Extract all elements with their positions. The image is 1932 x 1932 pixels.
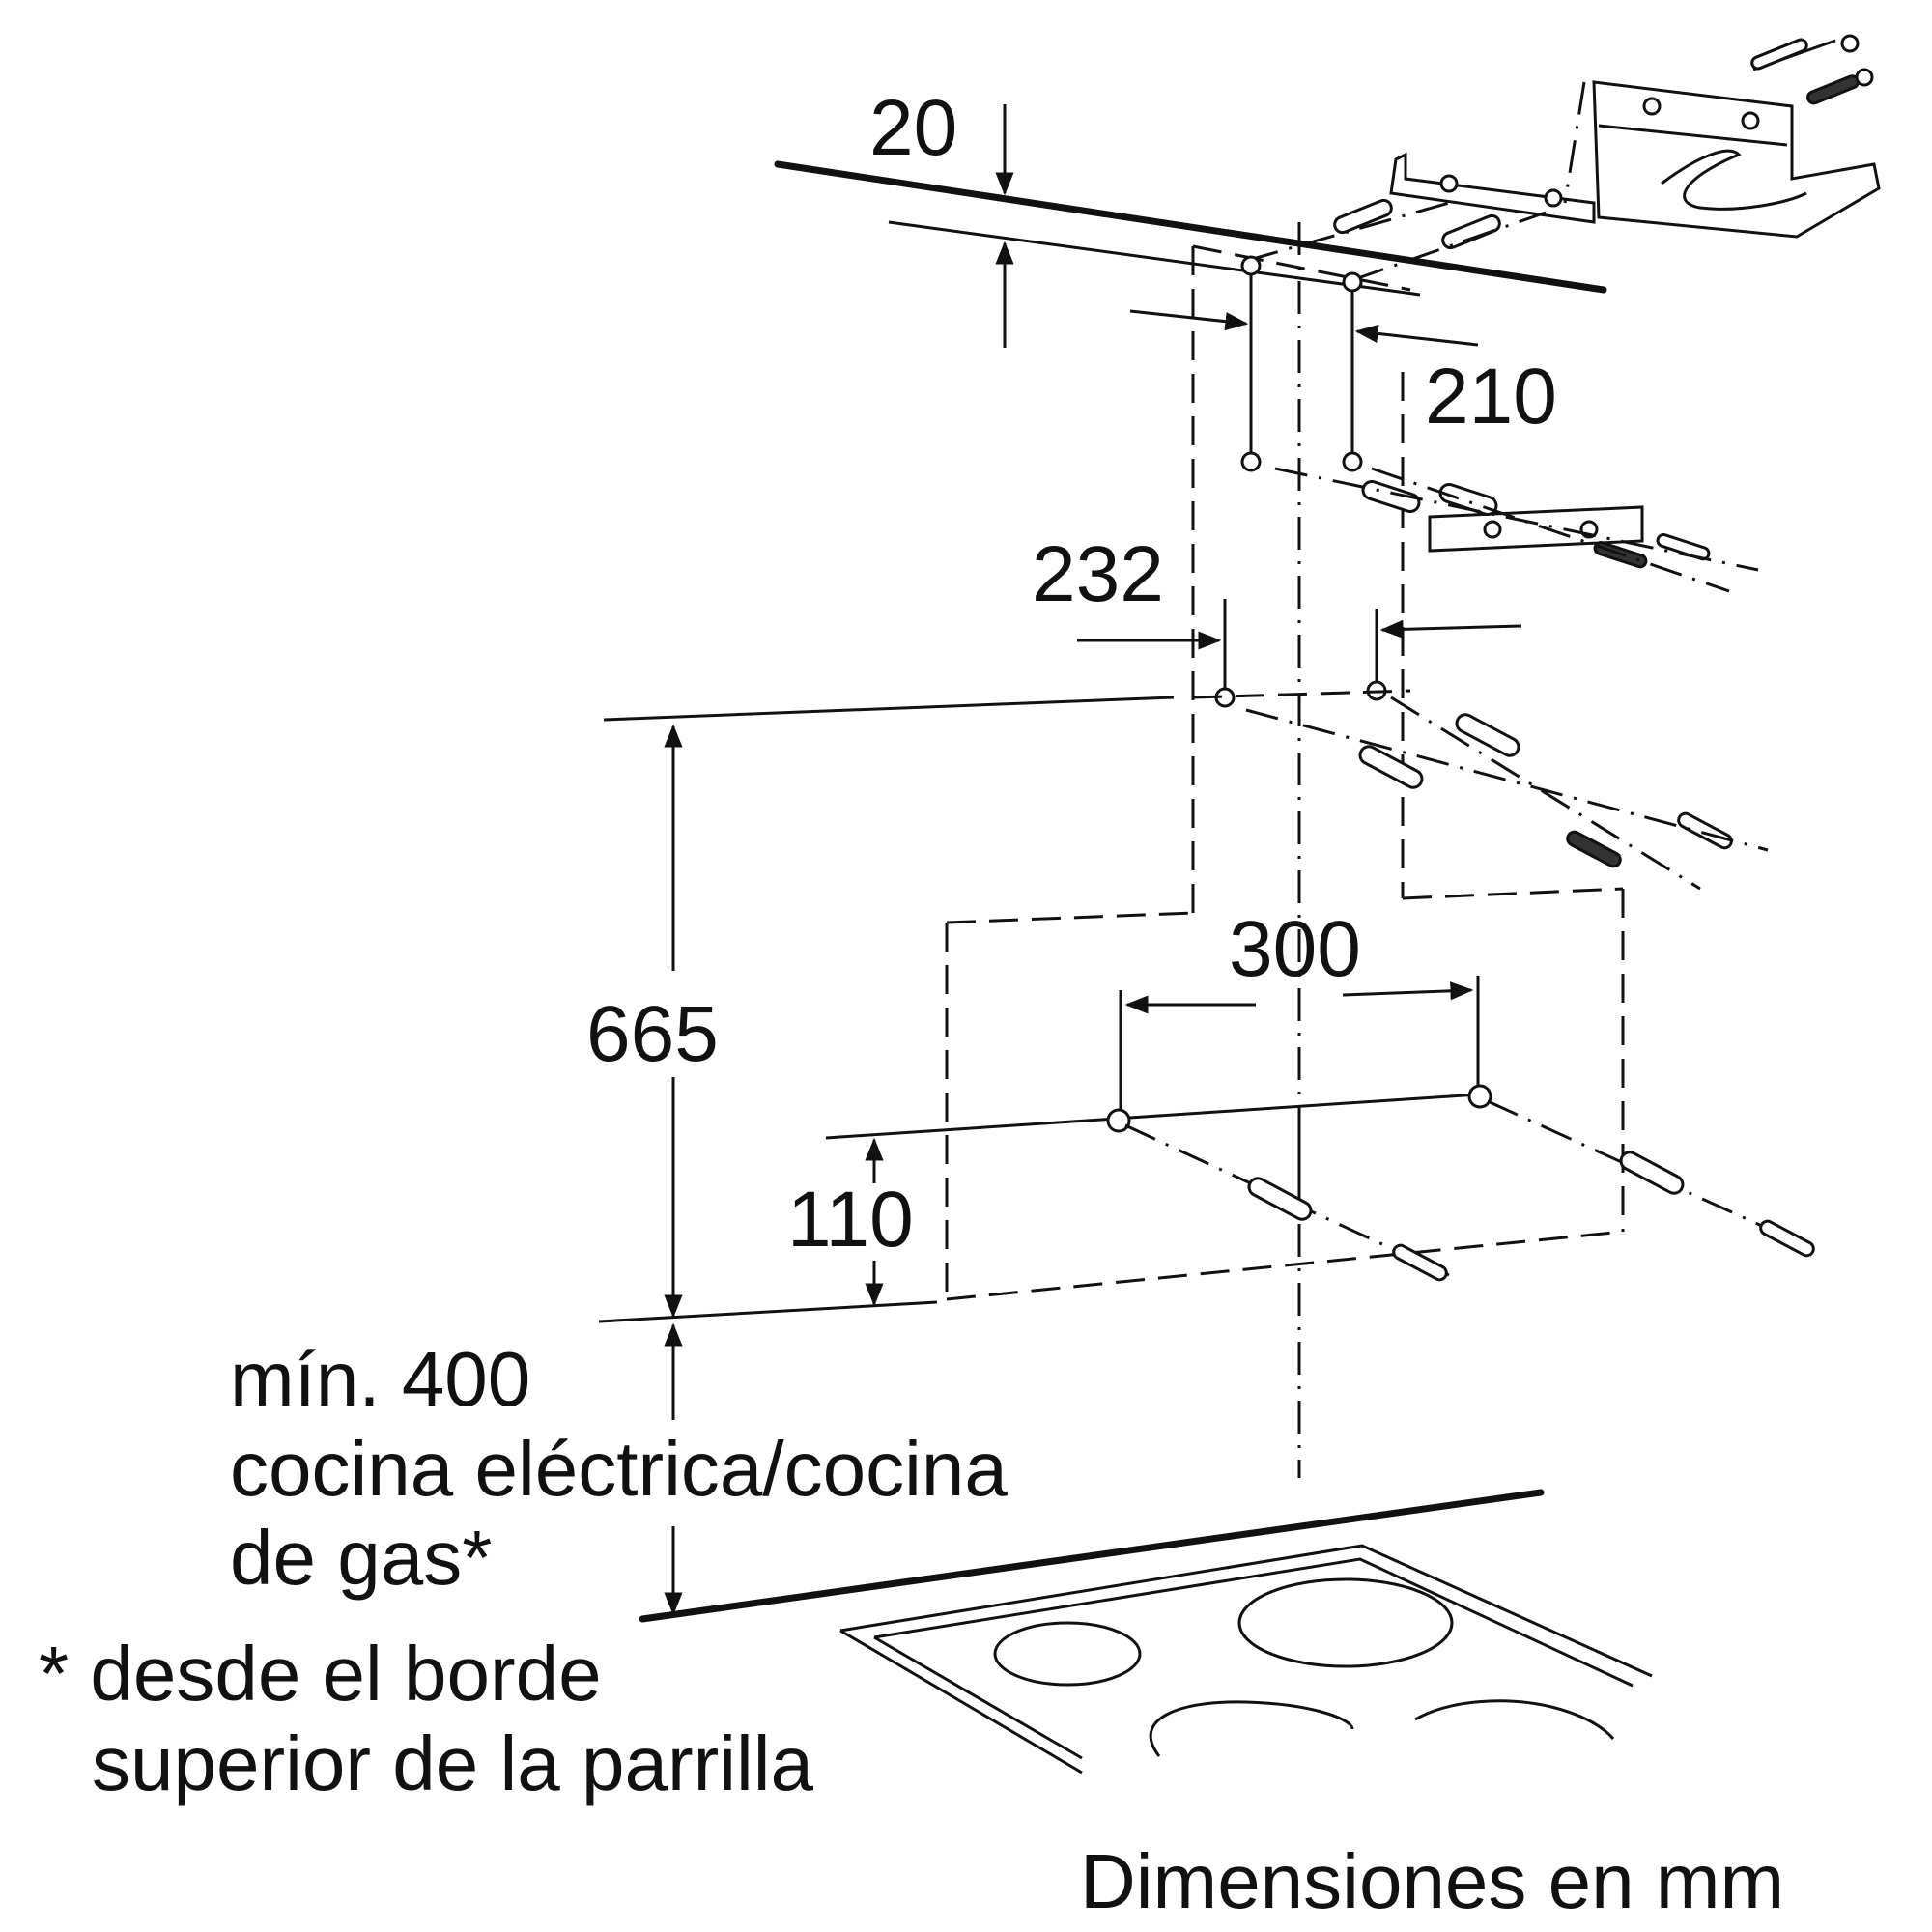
dimension-210-label: 210 bbox=[1425, 353, 1557, 440]
hood-bottom-line bbox=[598, 1300, 938, 1323]
footnote-line-2: superior de la parrilla bbox=[92, 1720, 814, 1806]
lower-wall-fixings bbox=[1245, 696, 1769, 891]
top-fixings bbox=[1245, 34, 1874, 282]
ceiling-offset-line bbox=[888, 220, 1421, 297]
footnote-line-1: * desde el borde bbox=[39, 1631, 602, 1717]
ceiling-line bbox=[774, 160, 1607, 294]
upper-reference-line bbox=[603, 696, 1175, 722]
dimension-232-label: 232 bbox=[1032, 530, 1164, 618]
cooktop bbox=[639, 1489, 1653, 1775]
ceiling-bracket bbox=[1389, 80, 1881, 239]
dimension-665-label: 665 bbox=[586, 990, 719, 1078]
units-caption: Dimensiones en mm bbox=[1080, 1838, 1784, 1924]
dimension-232-marks bbox=[1077, 599, 1522, 708]
dimension-300-label: 300 bbox=[1229, 905, 1361, 993]
hood-hole-line bbox=[825, 1093, 1479, 1140]
hood-fixings bbox=[1124, 1099, 1815, 1282]
dimension-20-label: 20 bbox=[869, 84, 957, 172]
cooktop-type-label: cocina eléctrica/cocina bbox=[230, 1426, 1008, 1512]
min-400-label: mín. 400 bbox=[230, 1336, 530, 1422]
dimension-210-marks bbox=[1129, 255, 1479, 472]
dimension-110-label: 110 bbox=[787, 1176, 914, 1264]
chimney-outline bbox=[945, 244, 1625, 1301]
mid-bracket bbox=[1274, 467, 1759, 593]
gas-cooktop-label: de gas* bbox=[230, 1515, 492, 1601]
dimension-300-marks bbox=[1106, 976, 1492, 1133]
